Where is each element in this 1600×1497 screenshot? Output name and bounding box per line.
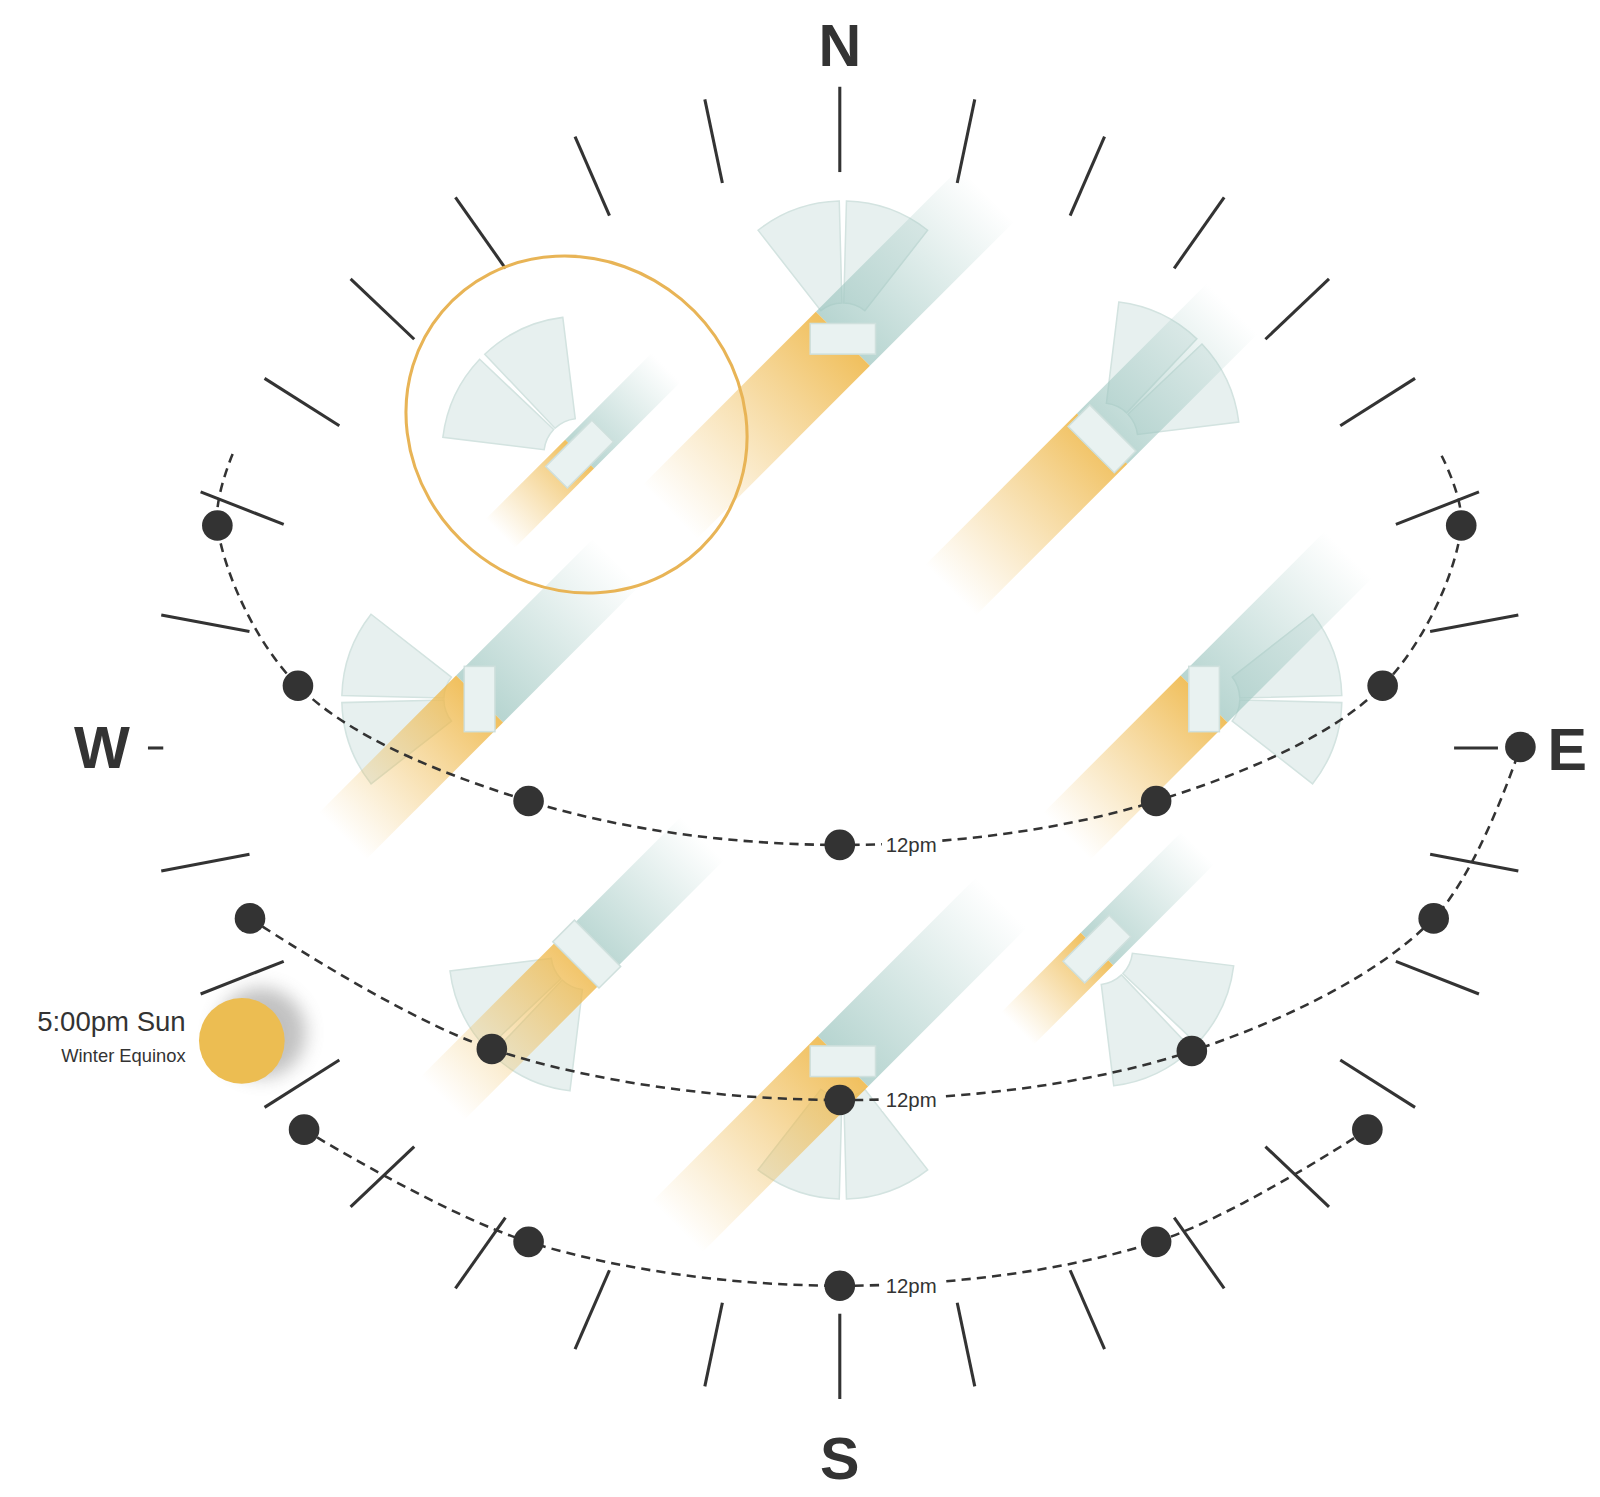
light-band (1001, 832, 1214, 1045)
sun-position-dot (235, 903, 266, 934)
highlight-ellipse (337, 187, 816, 663)
compass-tick (705, 1303, 723, 1387)
sun-symbol (199, 998, 285, 1084)
compass-tick (1454, 746, 1498, 749)
compass-tick (1340, 378, 1415, 425)
building-shadows (319, 167, 1372, 1252)
sun-position-dot (1177, 1036, 1208, 1067)
building-core (553, 920, 621, 988)
sun-position-dot (824, 1085, 855, 1116)
time-label: 12pm (882, 834, 941, 856)
compass-tick (575, 1270, 609, 1349)
sun-position-dot (1352, 1114, 1383, 1145)
light-band (486, 353, 681, 548)
sun-path-arc (217, 454, 1462, 845)
building-wing (1232, 700, 1342, 784)
light-band (421, 817, 724, 1120)
sun-position-dot (1141, 786, 1172, 817)
sun-position-dot (513, 1227, 544, 1258)
sun-position-dot (824, 1270, 855, 1301)
building-core (810, 1046, 875, 1077)
compass-tick (161, 854, 249, 871)
sun-position-dot (1505, 732, 1536, 763)
light-band (643, 167, 1015, 539)
sun-path-arc (250, 747, 1520, 1100)
compass-tick (455, 1218, 505, 1289)
light-band (1044, 531, 1372, 859)
compass-tick (1174, 1218, 1224, 1289)
sun-position-dot (1418, 903, 1449, 934)
sun-position-dot (477, 1034, 508, 1065)
sun-position-dot (1446, 510, 1477, 541)
compass-ticks (148, 87, 1518, 1399)
building-plan (1062, 281, 1259, 478)
compass-tick (265, 378, 340, 425)
sun-position-dot (283, 670, 314, 701)
sun-label: 5:00pm Sun (37, 1007, 186, 1037)
compass-letter: W (74, 715, 130, 780)
compass-tick (575, 137, 609, 216)
building-core (1189, 666, 1220, 731)
sun-position-dot (513, 786, 544, 817)
compass-tick (838, 1314, 841, 1399)
time-label: 12pm (882, 1274, 941, 1296)
light-band (925, 284, 1257, 616)
compass-tick (1070, 137, 1104, 216)
sun-position-dot (1141, 1227, 1172, 1258)
compass-tick (351, 1147, 415, 1207)
sun-position-dot (1367, 670, 1398, 701)
compass-tick (161, 615, 249, 632)
sun-position-dot (202, 510, 233, 541)
compass-tick (1265, 1147, 1329, 1207)
compass-tick (1265, 279, 1329, 339)
building-core (1063, 915, 1131, 983)
compass-letter: N (818, 13, 861, 78)
compass-tick (838, 87, 841, 172)
compass-tick (1174, 197, 1224, 268)
compass-tick (1340, 1060, 1415, 1107)
sun-sublabel: Winter Equinox (61, 1046, 186, 1066)
compass-letter: E (1548, 717, 1587, 782)
compass-letter: S (820, 1427, 859, 1492)
compass-tick (1396, 961, 1479, 994)
building-wing (342, 614, 452, 698)
light-band (319, 538, 640, 859)
compass-tick (351, 279, 415, 339)
building-core (546, 420, 614, 488)
compass-tick (957, 1303, 975, 1387)
time-label: 12pm (882, 1089, 941, 1111)
sun-path-arc (304, 1130, 1367, 1286)
compass-tick (148, 746, 163, 749)
building-core (810, 324, 875, 355)
compass-tick (705, 99, 723, 183)
building-core (1068, 405, 1136, 473)
compass-tick (1430, 615, 1518, 632)
compass-tick (1070, 1270, 1104, 1349)
compass-tick (455, 197, 505, 268)
building-plan (422, 297, 619, 494)
light-band (652, 877, 1027, 1252)
sun-paths (202, 454, 1536, 1301)
sun-position-dot (824, 830, 855, 861)
sun-position-dot (289, 1114, 320, 1145)
building-wing (758, 201, 842, 311)
building-core (464, 666, 495, 731)
